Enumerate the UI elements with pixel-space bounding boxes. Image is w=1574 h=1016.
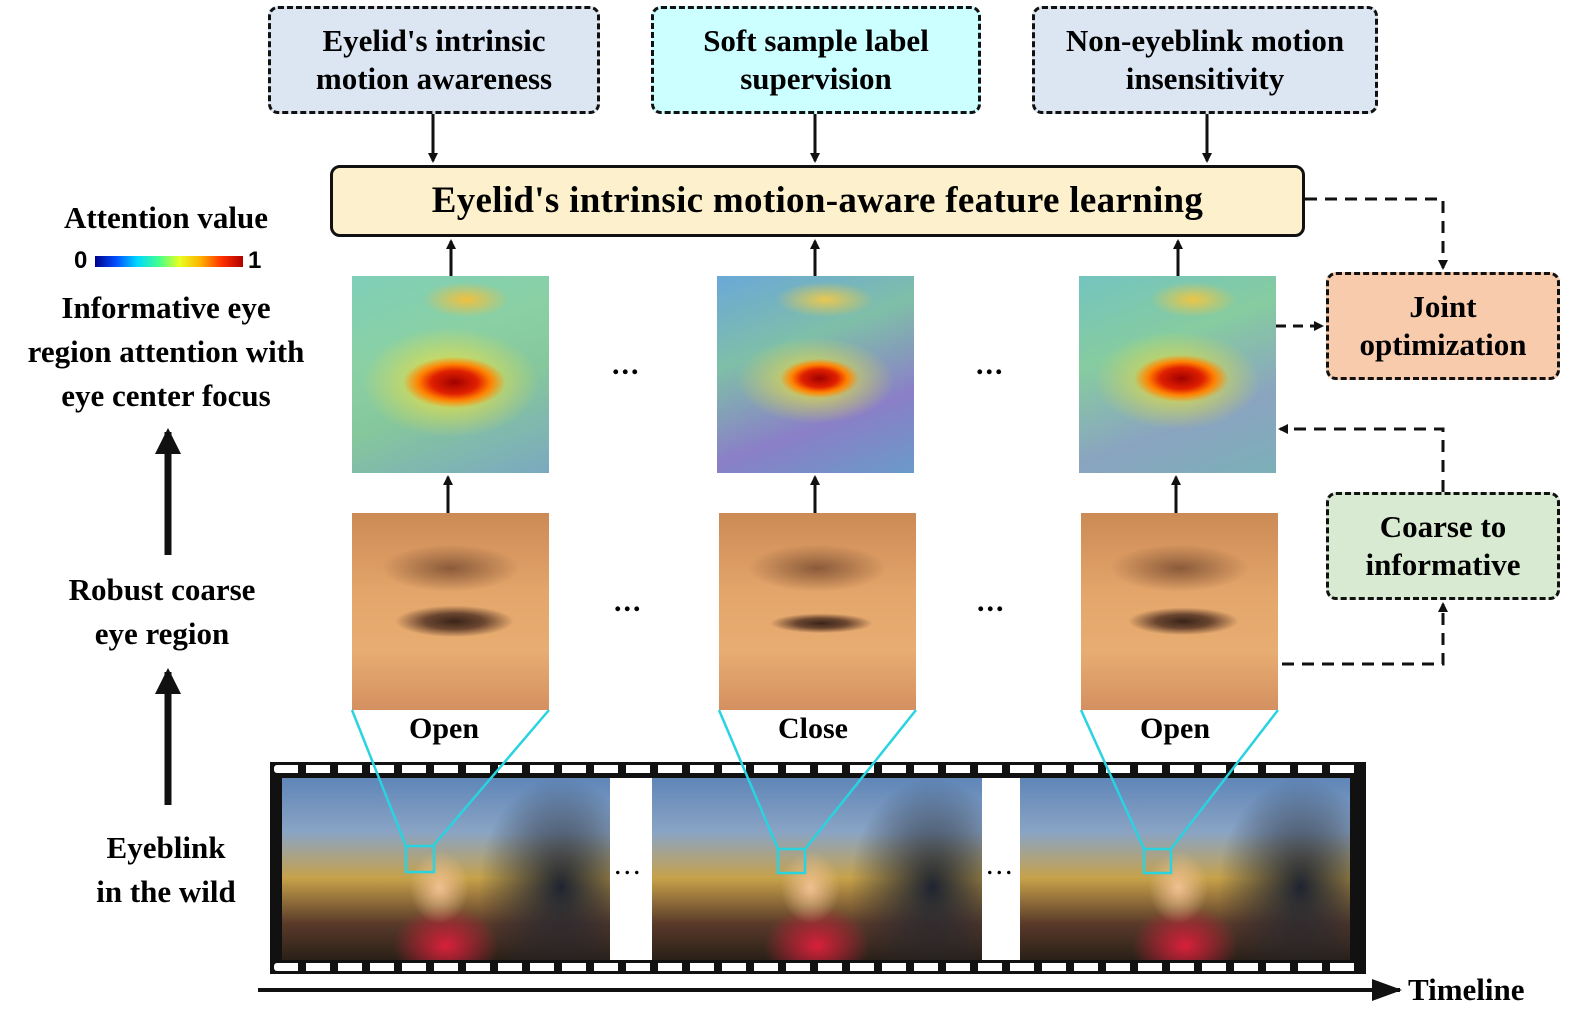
feature-learning-box: Eyelid's intrinsic motion-aware feature …	[330, 165, 1305, 237]
robust-coarse-label: Robust coarse eye region	[68, 572, 256, 652]
film-perforations-top	[274, 765, 1362, 773]
attention-map-2	[717, 276, 914, 473]
ellipsis-film-1b: ...	[614, 848, 643, 881]
soft-label-supervision-box: Soft sample label supervision	[651, 6, 981, 114]
joint-optimization-box: Joint optimization	[1326, 272, 1560, 380]
coarse-to-informative-box: Coarse to informative	[1326, 492, 1560, 600]
attention-colorbar	[95, 256, 243, 267]
video-frame-3	[1020, 778, 1350, 960]
frame-state-label-2: Close	[778, 712, 848, 745]
eye-crop-2	[719, 513, 916, 710]
film-gap-1	[610, 778, 652, 960]
film-gap-2	[982, 778, 1020, 960]
ellipsis-attention-1: ...	[612, 348, 641, 381]
eye-box-1	[404, 844, 436, 874]
attention-legend-max: 1	[248, 247, 262, 274]
video-frame-1	[282, 778, 610, 960]
ellipsis-attention-2: ...	[976, 348, 1005, 381]
eyelid-motion-awareness-box: Eyelid's intrinsic motion awareness	[268, 6, 600, 114]
zoom-line-2a	[717, 709, 780, 850]
timeline-label: Timeline	[1408, 972, 1525, 1007]
non-eyeblink-insensitivity-box: Non-eyeblink motion insensitivity	[1032, 6, 1378, 114]
attention-legend-title: Attention value	[63, 200, 269, 235]
ellipsis-eye-2: ...	[977, 585, 1006, 618]
video-frame-2	[652, 778, 982, 960]
ellipsis-film-2b: ...	[986, 848, 1015, 881]
attention-map-1	[352, 276, 549, 473]
eyeblink-wild-label: Eyeblink in the wild	[96, 830, 236, 910]
informative-attention-label: Informative eye region attention with ey…	[27, 290, 305, 414]
frame-state-label-1: Open	[408, 712, 480, 745]
dashed-main-to-joint	[1305, 197, 1448, 270]
dashed-eye-to-coarse	[1282, 602, 1448, 666]
frame-state-label-3: Open	[1139, 712, 1211, 745]
eye-crop-1	[352, 513, 549, 710]
zoom-line-1b	[432, 709, 550, 847]
attention-map-3	[1079, 276, 1276, 473]
zoom-line-2b	[804, 709, 917, 850]
zoom-line-3a	[1079, 709, 1146, 850]
zoom-line-1a	[350, 709, 408, 847]
eye-crop-3	[1081, 513, 1278, 710]
zoom-line-3b	[1170, 709, 1279, 850]
film-perforations-bottom	[274, 963, 1362, 971]
eye-box-2	[776, 847, 807, 875]
dashed-coarse-to-att	[1278, 424, 1445, 492]
ellipsis-eye-1: ...	[614, 585, 643, 618]
eye-box-3	[1142, 847, 1173, 875]
attention-legend-min: 0	[74, 247, 88, 274]
